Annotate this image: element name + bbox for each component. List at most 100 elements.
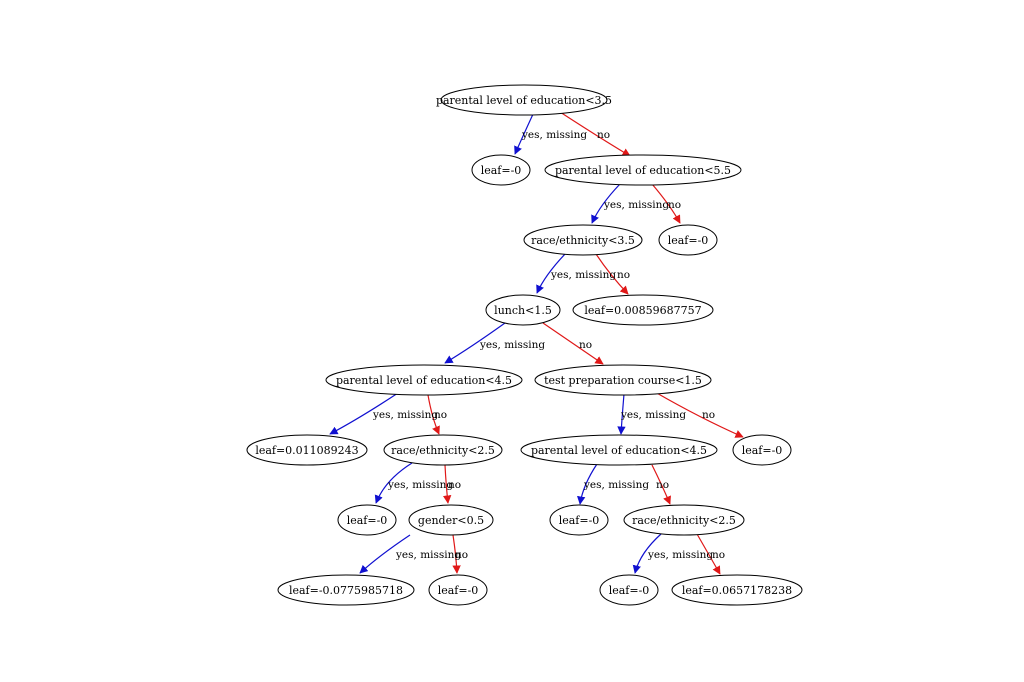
- node-ellipse: [549, 504, 609, 536]
- node-label: parental level of education<5.5: [555, 164, 731, 177]
- node-label: leaf=-0: [668, 234, 709, 247]
- leaf-node-n6: leaf=0.00859687757: [572, 294, 714, 326]
- node-ellipse: [671, 574, 803, 606]
- yes-missing-label-n0-n1: yes, missing: [521, 129, 587, 141]
- node-label: leaf=0.00859687757: [584, 304, 701, 317]
- yes-missing-label-n10-n13: yes, missing: [387, 479, 453, 491]
- split-node-n14: gender<0.5: [408, 504, 494, 536]
- node-label: parental level of education<4.5: [531, 444, 707, 457]
- node-ellipse: [277, 574, 415, 606]
- node-label: leaf=-0: [481, 164, 522, 177]
- leaf-node-n4: leaf=-0: [658, 224, 718, 256]
- node-ellipse: [572, 294, 714, 326]
- leaf-node-n9: leaf=0.011089243: [246, 434, 368, 466]
- split-node-n16: race/ethnicity<2.5: [623, 504, 745, 536]
- no-label-n3-n6: no: [617, 269, 630, 281]
- split-node-n8: test preparation course<1.5: [534, 364, 712, 396]
- node-label: leaf=0.0657178238: [682, 584, 792, 597]
- yes-missing-label-n2-n3: yes, missing: [603, 199, 669, 211]
- yes-missing-edge-n14-n17: [359, 534, 411, 574]
- yes-missing-label-n3-n5: yes, missing: [550, 269, 616, 281]
- node-ellipse: [471, 154, 531, 186]
- node-ellipse: [623, 504, 745, 536]
- yes-missing-label-n11-n15: yes, missing: [583, 479, 649, 491]
- node-label: test preparation course<1.5: [544, 374, 702, 387]
- no-label-n7-n10: no: [434, 409, 447, 421]
- no-label-n5-n8: no: [579, 339, 592, 351]
- node-label: leaf=0.011089243: [255, 444, 358, 457]
- node-label: leaf=-0: [438, 584, 479, 597]
- no-label-n16-n20: no: [712, 549, 725, 561]
- no-label-n8-n12: no: [702, 409, 715, 421]
- node-ellipse: [520, 434, 718, 466]
- split-node-n10: race/ethnicity<2.5: [383, 434, 503, 466]
- yes-missing-edge-n10-n13: [374, 462, 413, 504]
- yes-missing-label-n5-n7: yes, missing: [479, 339, 545, 351]
- no-label-n2-n4: no: [668, 199, 681, 211]
- leaf-node-n20: leaf=0.0657178238: [671, 574, 803, 606]
- yes-missing-edge-n8-n11: [617, 393, 626, 435]
- node-ellipse: [523, 224, 643, 256]
- no-edge-n14-n18: [452, 534, 461, 574]
- split-node-n2: parental level of education<5.5: [544, 154, 742, 186]
- node-ellipse: [732, 434, 792, 466]
- no-edge-n3-n6: [595, 253, 629, 295]
- leaf-node-n15: leaf=-0: [549, 504, 609, 536]
- no-label-n14-n18: no: [455, 549, 468, 561]
- leaf-node-n12: leaf=-0: [732, 434, 792, 466]
- node-label: race/ethnicity<3.5: [531, 234, 635, 247]
- no-edge-n16-n20: [696, 533, 721, 575]
- node-ellipse: [544, 154, 742, 186]
- no-edge-n0-n2: [559, 111, 631, 157]
- node-label: leaf=-0: [742, 444, 783, 457]
- leaf-node-n1: leaf=-0: [471, 154, 531, 186]
- node-label: leaf=-0: [347, 514, 388, 527]
- node-label: lunch<1.5: [494, 304, 552, 317]
- no-label-n11-n16: no: [656, 479, 669, 491]
- split-node-n5: lunch<1.5: [485, 294, 561, 326]
- leaf-node-n18: leaf=-0: [428, 574, 488, 606]
- no-label-n0-n2: no: [597, 129, 610, 141]
- node-label: race/ethnicity<2.5: [391, 444, 495, 457]
- node-ellipse: [383, 434, 503, 466]
- no-edge-n11-n16: [651, 464, 671, 505]
- no-edge-n2-n4: [651, 183, 681, 224]
- node-label: parental level of education<3.5: [436, 94, 612, 107]
- node-ellipse: [246, 434, 368, 466]
- no-edge-n5-n8: [542, 322, 604, 365]
- node-label: gender<0.5: [418, 514, 484, 527]
- split-node-n0: parental level of education<3.5: [436, 84, 612, 116]
- no-edge-n10-n14: [442, 464, 452, 504]
- edges-layer: [329, 111, 744, 575]
- leaf-node-n19: leaf=-0: [599, 574, 659, 606]
- node-label: leaf=-0: [609, 584, 650, 597]
- node-label: parental level of education<4.5: [336, 374, 512, 387]
- node-ellipse: [534, 364, 712, 396]
- yes-missing-edge-n7-n9: [329, 392, 399, 435]
- split-node-n7: parental level of education<4.5: [325, 364, 523, 396]
- split-node-n3: race/ethnicity<3.5: [523, 224, 643, 256]
- nodes-layer: parental level of education<3.5 leaf=-0 pa…: [246, 84, 803, 606]
- yes-missing-label-n8-n11: yes, missing: [620, 409, 686, 421]
- yes-missing-edge-n5-n7: [444, 322, 506, 364]
- yes-missing-edge-n2-n3: [591, 183, 621, 224]
- node-ellipse: [428, 574, 488, 606]
- leaf-node-n13: leaf=-0: [337, 504, 397, 536]
- node-ellipse: [337, 504, 397, 536]
- no-edge-n8-n12: [654, 391, 744, 438]
- node-label: race/ethnicity<2.5: [632, 514, 736, 527]
- yes-missing-label-n7-n9: yes, missing: [372, 409, 438, 421]
- node-ellipse: [599, 574, 659, 606]
- split-node-n11: parental level of education<4.5: [520, 434, 718, 466]
- node-ellipse: [658, 224, 718, 256]
- node-ellipse: [485, 294, 561, 326]
- node-label: leaf=-0.0775985718: [289, 584, 403, 597]
- yes-missing-edge-n3-n5: [536, 252, 567, 294]
- yes-missing-edge-n0-n1: [514, 111, 535, 155]
- yes-missing-edge-n11-n15: [577, 463, 598, 505]
- node-ellipse: [325, 364, 523, 396]
- no-edge-n7-n10: [427, 394, 440, 435]
- leaf-node-n17: leaf=-0.0775985718: [277, 574, 415, 606]
